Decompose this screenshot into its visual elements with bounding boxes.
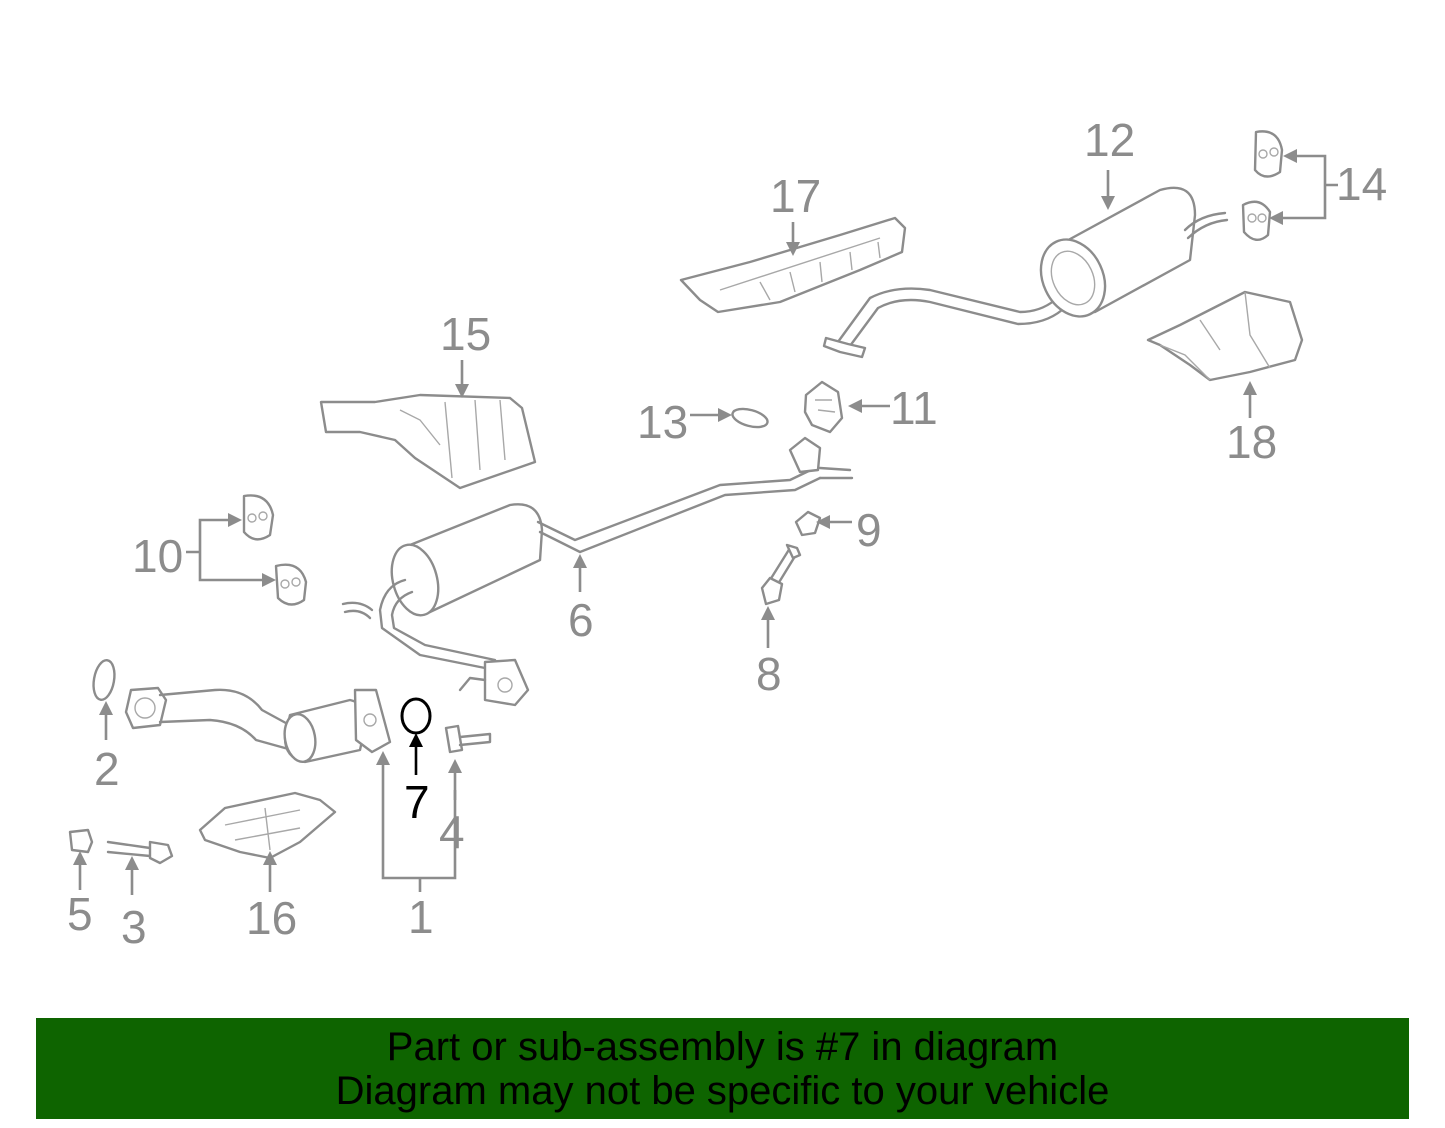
callout-15: 15 [440, 308, 491, 360]
callout-5: 5 [67, 888, 93, 940]
part-12-rear-muffler[interactable] [822, 186, 1229, 359]
part-17-heat-shield[interactable] [679, 216, 907, 314]
callout-14: 14 [1336, 158, 1387, 210]
part-13-gasket[interactable] [731, 406, 770, 431]
banner-line-2: Diagram may not be specific to your vehi… [335, 1068, 1110, 1113]
callout-1: 1 [408, 891, 434, 943]
part-5-nut[interactable] [68, 828, 94, 854]
part-11-bracket[interactable] [803, 380, 844, 434]
callout-17: 17 [770, 170, 821, 222]
callout-10: 10 [132, 530, 183, 582]
part-18-heat-shield[interactable] [1146, 290, 1304, 382]
callout-4: 4 [439, 806, 465, 858]
part-3-bolt[interactable] [106, 840, 174, 865]
exhaust-parts-diagram: 1 2 3 4 5 6 7 8 9 10 11 12 13 14 15 16 1… [67, 114, 1387, 953]
info-banner: Part or sub-assembly is #7 in diagram Di… [36, 1018, 1409, 1119]
callout-6: 6 [568, 594, 594, 646]
part-2-gasket[interactable] [91, 659, 118, 702]
callout-12: 12 [1084, 114, 1135, 166]
part-7-gasket[interactable] [400, 697, 432, 735]
callout-7: 7 [404, 776, 430, 828]
part-14-hangers[interactable] [1241, 130, 1284, 241]
callout-18: 18 [1226, 416, 1277, 468]
callout-11: 11 [890, 382, 938, 434]
part-6-center-pipe[interactable] [341, 436, 854, 707]
part-9-nut[interactable] [794, 510, 822, 537]
part-8-bolt[interactable] [760, 543, 802, 606]
callout-13: 13 [637, 396, 688, 448]
part-15-heat-shield[interactable] [319, 393, 537, 490]
callout-2: 2 [94, 743, 120, 795]
callout-3: 3 [121, 901, 147, 953]
leader-lines [73, 149, 1338, 895]
part-10-hangers[interactable] [242, 494, 308, 606]
callout-8: 8 [756, 648, 782, 700]
part-4-bolt[interactable] [444, 724, 492, 754]
part-16-heat-shield[interactable] [198, 791, 337, 860]
part-1-front-pipe[interactable] [124, 686, 392, 764]
callout-labels: 1 2 3 4 5 6 7 8 9 10 11 12 13 14 15 16 1… [67, 114, 1387, 953]
callout-9: 9 [856, 504, 882, 556]
banner-line-1: Part or sub-assembly is #7 in diagram [386, 1024, 1059, 1069]
callout-16: 16 [246, 892, 297, 944]
